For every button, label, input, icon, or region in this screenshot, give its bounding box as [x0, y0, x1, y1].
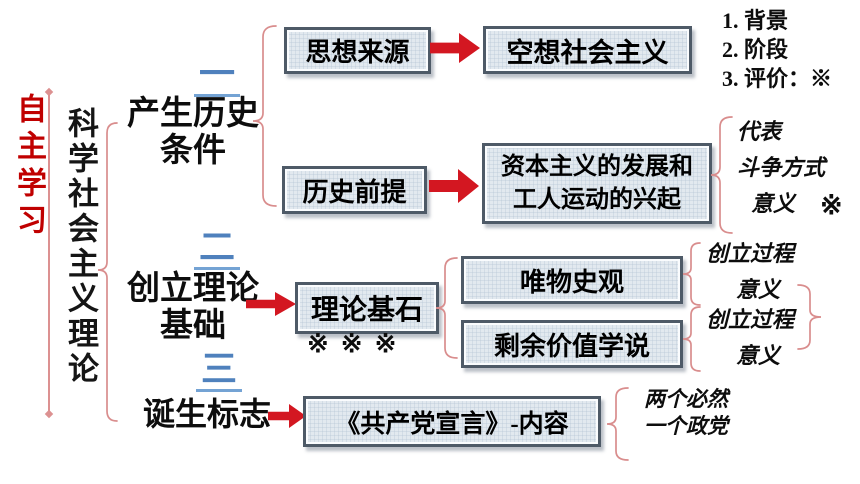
branch1-number: 一 — [194, 56, 241, 97]
utopian-point-1: 1. 背景 — [722, 8, 789, 33]
node-historical-premise-label: 历史前提 — [302, 177, 407, 207]
node-surplus-value: 剩余价值学说 — [461, 320, 683, 368]
capitalism-brace — [710, 116, 733, 234]
node-capitalism-workers-label: 资本主义的发展和工人运动的兴起 — [501, 154, 693, 213]
surplus-brace — [682, 306, 701, 372]
closing-brace — [797, 284, 822, 350]
node-utopian-socialism: 空想社会主义 — [483, 26, 692, 74]
workers-points-list: 代表 斗争方式 意义 — [737, 114, 825, 222]
node-cornerstone: 理论基石 — [295, 282, 439, 334]
materialism-point-2: 意义 — [736, 277, 781, 302]
workers-point-1: 代表 — [737, 119, 782, 144]
reference-mark: ※ — [820, 190, 843, 220]
manifesto-point-1: 两个必然 — [644, 387, 728, 411]
node-utopian-socialism-label: 空想社会主义 — [506, 37, 669, 68]
surplus-point-1: 创立过程 — [706, 307, 795, 332]
arrow-right-icon — [430, 33, 480, 63]
branch3-number: 三 — [196, 351, 243, 392]
manifesto-brace — [606, 387, 629, 461]
root-brace — [97, 122, 118, 422]
arrow-right-icon — [246, 292, 296, 316]
materialism-brace — [682, 242, 701, 306]
study-mode-label: 自主学习 — [12, 93, 45, 241]
utopian-point-2: 2. 阶段 — [722, 37, 789, 62]
node-manifesto: 《共产党宣言》-内容 — [303, 396, 601, 447]
vertical-divider-line — [48, 92, 50, 414]
node-cornerstone-label: 理论基石 — [310, 295, 423, 326]
arrow-right-icon — [268, 404, 306, 428]
branch2-title: 创立理论基础 — [127, 271, 259, 344]
utopian-point-3: 3. 评价：※ — [722, 66, 833, 91]
arrow-right-icon — [429, 169, 479, 203]
node-capitalism-workers: 资本主义的发展和工人运动的兴起 — [482, 143, 712, 224]
materialism-point-1: 创立过程 — [706, 241, 795, 266]
surplus-point-2: 意义 — [736, 343, 781, 368]
manifesto-points-list: 两个必然 一个政党 — [644, 386, 728, 440]
node-thought-source-label: 思想来源 — [305, 38, 410, 67]
utopian-points-list: 1. 背景 2. 阶段 3. 评价：※ — [722, 6, 832, 93]
cornerstone-brace — [435, 257, 458, 359]
workers-point-2: 斗争方式 — [737, 155, 826, 180]
node-historical-premise: 历史前提 — [282, 166, 427, 214]
surplus-points-list: 创立过程 意义 — [706, 302, 794, 374]
branch1-title: 产生历史条件 — [127, 96, 259, 169]
branch2-number: 二 — [194, 229, 241, 270]
node-materialism-label: 唯物史观 — [519, 267, 624, 297]
manifesto-point-2: 一个政党 — [644, 414, 728, 438]
node-manifesto-label: 《共产党宣言》-内容 — [335, 410, 569, 438]
node-surplus-value-label: 剩余价值学说 — [493, 331, 650, 361]
branch1-brace — [252, 25, 277, 207]
root-topic-label: 科学社会主义理论 — [63, 107, 98, 387]
branch3-title: 诞生标志 — [142, 396, 271, 432]
materialism-points-list: 创立过程 意义 — [706, 236, 794, 308]
workers-point-3: 意义 — [751, 191, 796, 216]
node-thought-source: 思想来源 — [284, 27, 431, 74]
cornerstone-reference-marks: ※※※ — [307, 329, 409, 358]
node-materialism: 唯物史观 — [461, 256, 683, 304]
